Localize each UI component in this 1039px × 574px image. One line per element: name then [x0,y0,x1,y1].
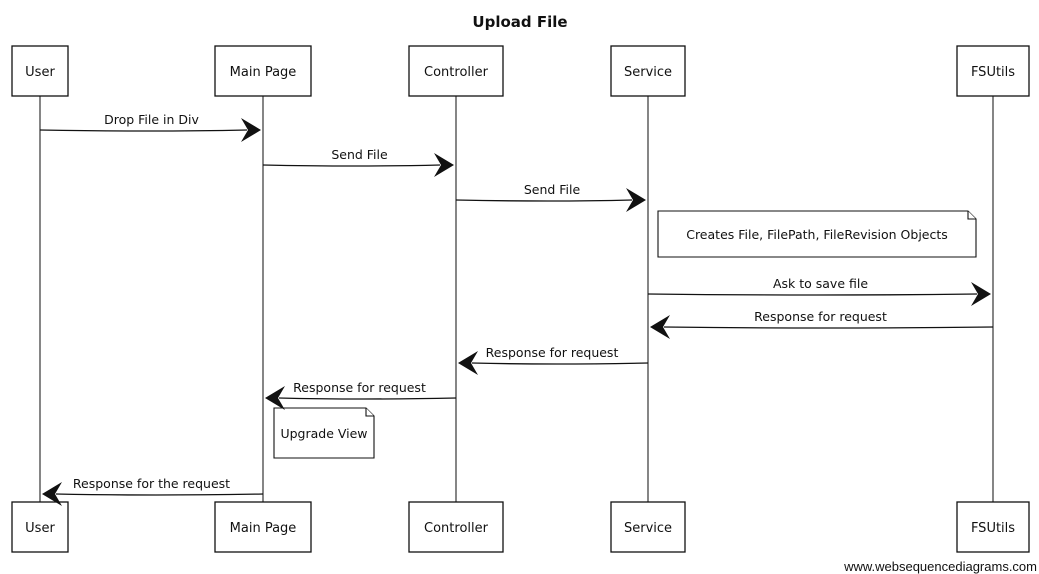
participant-box [11,45,69,97]
participant-label: Service [624,521,672,536]
message-mainpage-to-controller: Send File [262,147,454,177]
message-service-to-controller: Response for request [458,345,649,375]
participant-box [610,45,686,97]
participant-user-top: User [11,45,69,97]
participant-mainpage-top: Main Page [214,45,312,97]
message-line [455,199,633,202]
arrowhead-icon [265,386,285,410]
message-label: Response for the request [73,476,230,491]
arrowhead-icon [434,153,454,177]
message-service-to-fsutils: Ask to save file [647,276,991,306]
participant-label: FSUtils [971,521,1015,536]
participant-label: Main Page [230,65,297,80]
message-line [663,326,994,329]
participant-label: Controller [424,65,489,80]
participant-controller-top: Controller [408,45,504,97]
participant-fsutils-top: FSUtils [956,45,1030,97]
message-fsutils-to-service: Response for request [650,309,994,339]
participant-label: User [25,521,55,536]
message-line [262,164,441,167]
participant-label: Main Page [230,521,297,536]
participant-label: Controller [424,521,489,536]
participant-mainpage-bottom: Main Page [214,501,312,553]
arrowhead-icon [42,482,62,506]
participant-box [610,501,686,553]
participant-box [11,501,69,553]
arrowhead-icon [458,351,478,375]
message-label: Response for request [293,380,426,395]
message-line [55,493,264,496]
participant-box [214,501,312,553]
message-label: Response for request [754,309,887,324]
note-service: Creates File, FilePath, FileRevision Obj… [657,210,977,258]
arrowhead-icon [241,118,261,142]
message-controller-to-service: Send File [455,182,646,212]
message-controller-to-mainpage: Response for request [265,380,457,410]
message-line [471,362,649,365]
message-mainpage-to-user: Response for the request [42,476,264,506]
message-label: Response for request [486,345,619,360]
participant-box [956,45,1030,97]
note-mainpage: Upgrade View [273,407,375,459]
participant-user-bottom: User [11,501,69,553]
participant-service-top: Service [610,45,686,97]
participant-label: FSUtils [971,65,1015,80]
participant-box [408,501,504,553]
note-fold [967,211,976,220]
message-label: Ask to save file [773,276,868,291]
participant-box [214,45,312,97]
participant-box [408,45,504,97]
note-text: Upgrade View [280,426,367,441]
note-text: Creates File, FilePath, FileRevision Obj… [686,227,948,242]
arrowhead-icon [971,282,991,306]
message-label: Send File [331,147,388,162]
note-fold [365,408,374,417]
note-box [657,210,977,258]
participant-box [956,501,1030,553]
participant-controller-bottom: Controller [408,501,504,553]
arrowhead-icon [650,315,670,339]
arrowhead-icon [626,188,646,212]
participant-service-bottom: Service [610,501,686,553]
message-label: Drop File in Div [104,112,199,127]
watermark-text: www.websequencediagrams.com [843,559,1037,574]
message-user-to-mainpage: Drop File in Div [39,112,261,142]
message-label: Send File [524,182,581,197]
message-line [647,293,978,296]
participant-label: Service [624,65,672,80]
message-line [278,397,457,400]
message-line [39,129,248,132]
participant-fsutils-bottom: FSUtils [956,501,1030,553]
note-box [273,407,375,459]
participant-label: User [25,65,55,80]
diagram-title: Upload File [472,13,567,31]
